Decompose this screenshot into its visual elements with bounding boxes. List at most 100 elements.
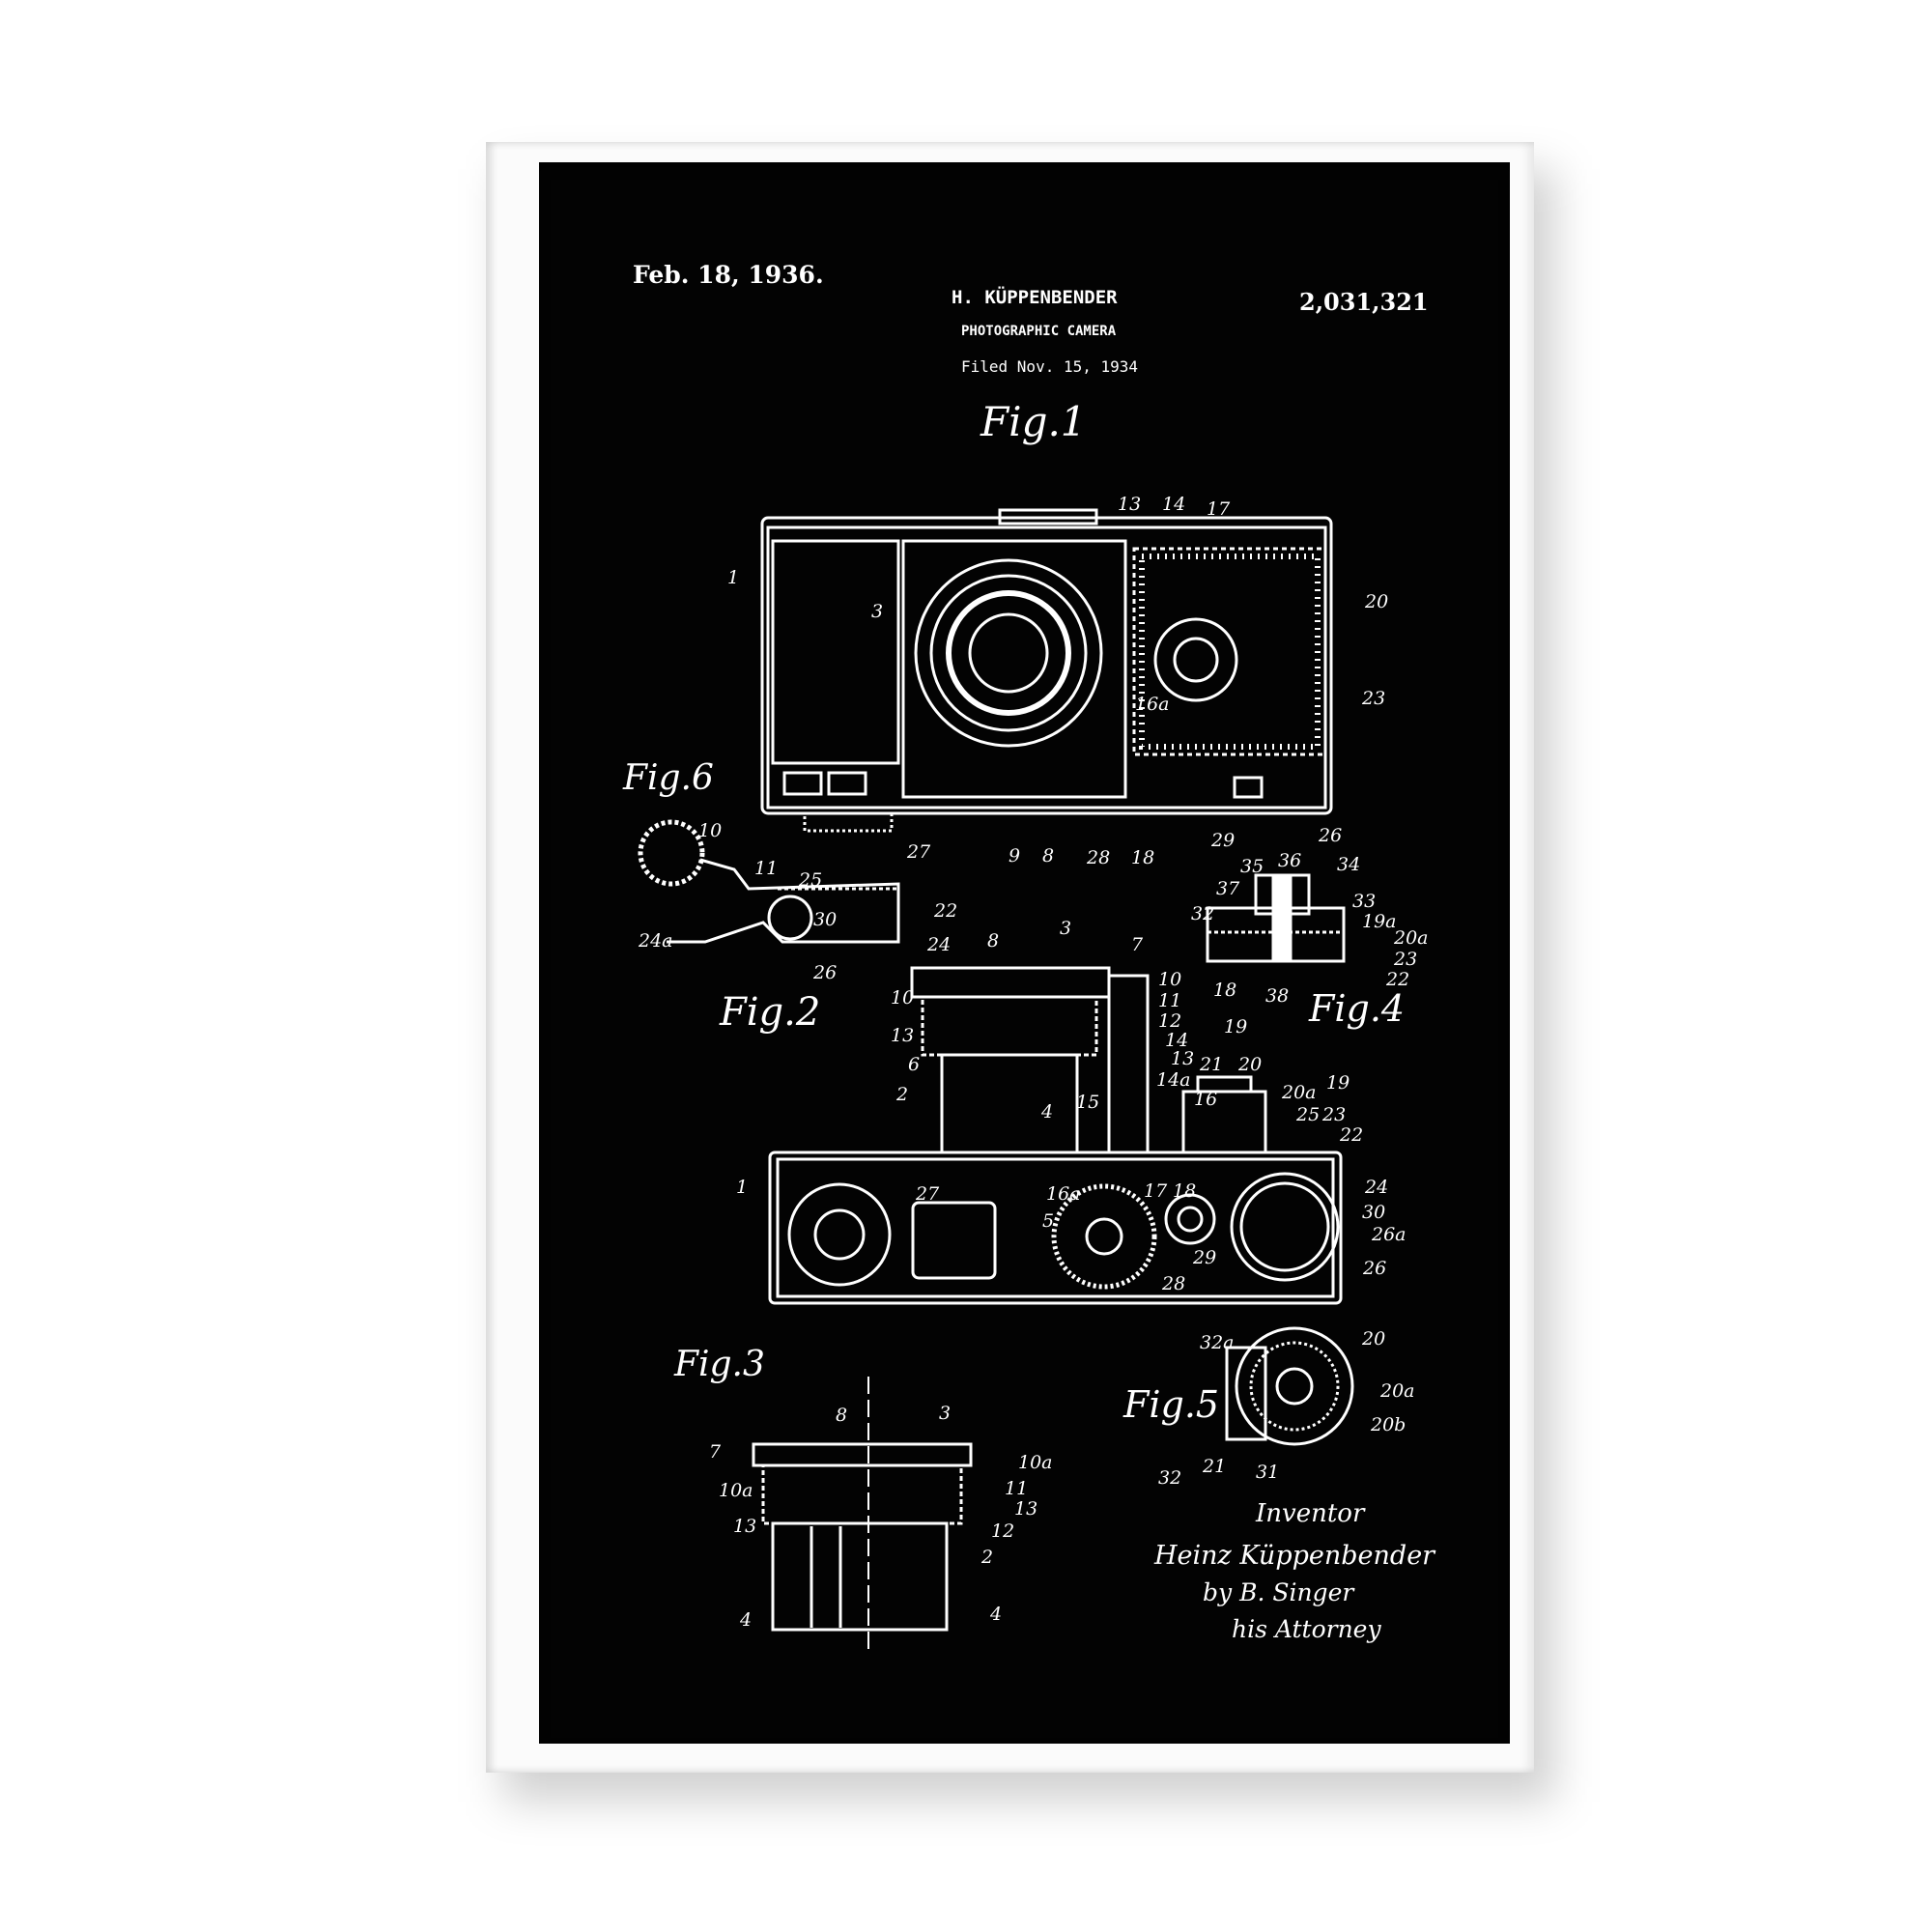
fig6-callout-26: 26 — [812, 962, 837, 983]
fig-2-label: Fig.2 — [720, 990, 821, 1035]
fig-1-camera-front — [760, 508, 1333, 833]
fig2-callout-8: 8 — [987, 930, 999, 952]
fig2-callout-5: 5 — [1042, 1210, 1054, 1232]
signature-attorney-label: his Attorney — [1232, 1615, 1381, 1643]
fig5-callout-31: 31 — [1256, 1462, 1279, 1483]
fig5-callout-20b: 20b — [1370, 1414, 1406, 1435]
patent-title: PHOTOGRAPHIC CAMERA — [961, 324, 1117, 339]
fig4-callout-32: 32 — [1191, 903, 1214, 924]
fig2-callout-22: 22 — [1339, 1124, 1363, 1146]
fig4-callout-33: 33 — [1352, 891, 1376, 912]
filed-date: Filed Nov. 15, 1934 — [961, 357, 1139, 376]
patent-poster — [539, 162, 1510, 1744]
fig3-callout-8: 8 — [836, 1405, 847, 1426]
fig2-callout-12: 12 — [1158, 1010, 1181, 1032]
fig2-callout-23: 23 — [1321, 1104, 1346, 1125]
fig1-callout-8: 8 — [1042, 845, 1054, 867]
signature-inventor-label: Inventor — [1256, 1499, 1365, 1528]
fig5-callout-20a: 20a — [1379, 1380, 1415, 1402]
fig3-callout-7: 7 — [709, 1441, 722, 1463]
fig4-callout-34: 34 — [1337, 854, 1360, 875]
fig2-callout-10: 10 — [891, 987, 914, 1009]
fig-6-gear-mechanism — [638, 819, 900, 944]
fig2-callout-17: 17 — [1144, 1180, 1168, 1202]
fig5-callout-20: 20 — [1361, 1328, 1385, 1350]
fig-4-label: Fig.4 — [1309, 987, 1406, 1030]
fig2-callout-20: 20 — [1237, 1054, 1262, 1075]
fig1-callout-13: 13 — [1118, 494, 1141, 515]
fig2-callout-13: 13 — [891, 1025, 914, 1046]
fig2-callout-14a: 14a — [1156, 1069, 1191, 1091]
fig4-callout-22: 22 — [1385, 969, 1409, 990]
fig2-callout-18: 18 — [1173, 1180, 1196, 1202]
fig4-callout-36: 36 — [1278, 850, 1301, 871]
fig2-callout-30: 30 — [1362, 1202, 1385, 1223]
fig3-callout-3: 3 — [939, 1403, 951, 1424]
fig1-callout-9: 9 — [1009, 845, 1020, 867]
patent-number: 2,031,321 — [1299, 288, 1429, 316]
fig1-callout-16a: 16a — [1135, 694, 1170, 715]
fig6-callout-22: 22 — [933, 900, 957, 922]
fig2-callout-19: 19 — [1326, 1072, 1350, 1094]
fig4-callout-19a: 19a — [1362, 911, 1397, 932]
fig1-callout-28: 28 — [1086, 847, 1110, 868]
fig2-callout-16a: 16a — [1046, 1183, 1081, 1205]
fig-5-dial — [1225, 1326, 1354, 1446]
fig6-callout-30: 30 — [813, 909, 837, 930]
fig1-callout-18: 18 — [1131, 847, 1154, 868]
fig5-callout-32a: 32a — [1200, 1332, 1235, 1353]
fig2-callout-10: 10 — [1158, 969, 1181, 990]
fig2-callout-29: 29 — [1192, 1247, 1216, 1268]
fig3-callout-4: 4 — [989, 1604, 1002, 1625]
fig4-callout-23: 23 — [1393, 949, 1417, 970]
signature-attorney-name: by B. Singer — [1203, 1578, 1354, 1606]
fig1-callout-3: 3 — [871, 601, 883, 622]
fig2-callout-3: 3 — [1060, 918, 1071, 939]
fig3-callout-10a: 10a — [719, 1480, 753, 1501]
fig4-callout-35: 35 — [1240, 856, 1264, 877]
fig2-callout-1: 1 — [736, 1177, 748, 1198]
fig3-callout-12: 12 — [991, 1520, 1014, 1542]
fig1-callout-27: 27 — [906, 841, 931, 863]
fig4-callout-38: 38 — [1265, 985, 1289, 1007]
fig6-callout-10: 10 — [698, 820, 722, 841]
fig2-callout-26a: 26a — [1371, 1224, 1406, 1245]
fig1-callout-20: 20 — [1364, 591, 1388, 612]
fig-2-camera-top — [768, 966, 1343, 1305]
fig4-callout-20a: 20a — [1393, 927, 1429, 949]
fig2-callout-13: 13 — [1171, 1048, 1194, 1069]
fig2-callout-25: 25 — [1295, 1104, 1320, 1125]
fig1-callout-23: 23 — [1361, 688, 1385, 709]
fig6-callout-25: 25 — [798, 869, 822, 891]
fig-3-label: Fig.3 — [674, 1345, 765, 1384]
fig-3-lens-section — [752, 1377, 973, 1652]
fig1-callout-29: 29 — [1210, 830, 1235, 851]
fig4-callout-19: 19 — [1224, 1016, 1247, 1037]
inventor-header: H. KÜPPENBENDER — [952, 287, 1118, 308]
fig5-callout-32: 32 — [1158, 1467, 1181, 1489]
fig2-callout-21: 21 — [1199, 1054, 1223, 1075]
fig1-callout-17: 17 — [1207, 498, 1231, 520]
fig2-callout-20a: 20a — [1281, 1082, 1317, 1103]
fig3-callout-13: 13 — [1014, 1498, 1037, 1520]
fig-1-label: Fig.1 — [980, 398, 1087, 445]
fig-4-section — [1206, 873, 1346, 963]
fig-6-label: Fig.6 — [623, 758, 714, 798]
fig4-callout-37: 37 — [1216, 878, 1240, 899]
fig2-callout-15: 15 — [1076, 1092, 1099, 1113]
fig6-callout-11: 11 — [754, 858, 778, 879]
fig2-callout-16: 16 — [1194, 1089, 1217, 1110]
fig2-callout-4: 4 — [1040, 1101, 1053, 1122]
fig3-callout-10a: 10a — [1018, 1452, 1053, 1473]
fig-5-label: Fig.5 — [1123, 1383, 1220, 1426]
fig3-callout-11: 11 — [1005, 1478, 1028, 1499]
fig1-callout-1: 1 — [727, 567, 739, 588]
fig5-callout-21: 21 — [1202, 1456, 1226, 1477]
fig1-callout-14: 14 — [1162, 494, 1185, 515]
fig1-callout-26: 26 — [1318, 825, 1342, 846]
fig2-callout-6: 6 — [908, 1054, 920, 1075]
fig2-callout-27: 27 — [915, 1183, 940, 1205]
patent-date: Feb. 18, 1936. — [633, 261, 824, 289]
